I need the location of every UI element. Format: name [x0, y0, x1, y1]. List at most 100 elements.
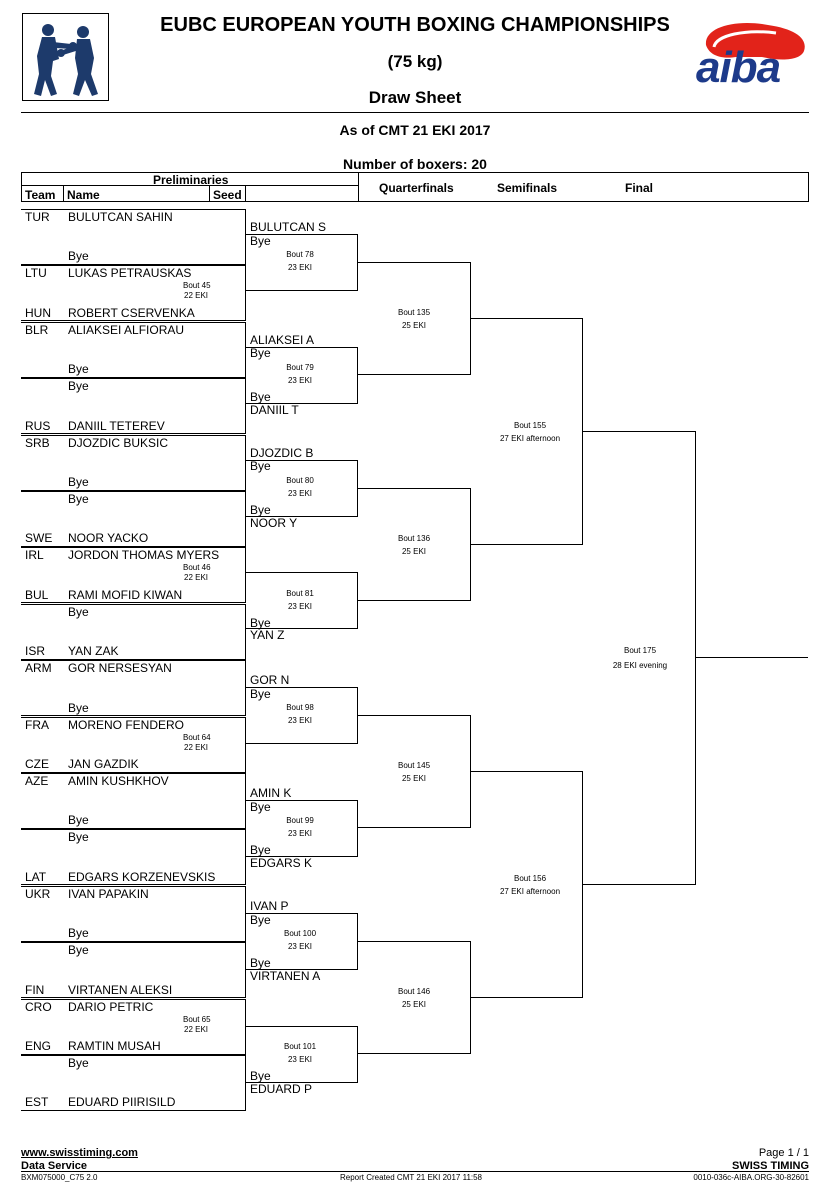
quarterfinal-bout-date: 25 EKI [401, 774, 426, 783]
final-bout-date: 28 EKI evening [612, 661, 668, 670]
footer-rule [21, 1171, 809, 1172]
quarterfinal-bout-date: 25 EKI [401, 1000, 426, 1009]
round2-bottom-name: Bye [250, 459, 271, 473]
entry-team: TUR [25, 210, 50, 224]
boxers-logo [22, 13, 109, 101]
entry-name: JAN GAZDIK [68, 757, 139, 771]
website-link[interactable]: www.swisstiming.com [21, 1147, 138, 1159]
entry-team: BUL [25, 587, 49, 602]
entry-team: ARM [25, 661, 52, 676]
aiba-logo-text: aiba [696, 43, 781, 92]
round2-top-name: Bye [250, 843, 271, 857]
round2-box [245, 460, 358, 517]
prelim-bout-number: Bout 64 [183, 732, 211, 742]
entry-name: Bye [68, 249, 89, 264]
entry-name: Bye [68, 1056, 89, 1070]
entry-team: EST [25, 1095, 49, 1110]
round2-bottom-name: Bye [250, 234, 271, 248]
quarterfinals-header: Quarterfinals [379, 181, 454, 195]
round2-bottom-name: Bye [250, 800, 271, 814]
round2-bout-date: 23 EKI [287, 602, 312, 611]
round2-top-name: Bye [250, 1069, 271, 1083]
entry-name: Bye [68, 830, 89, 845]
prelim-bout-date: 22 EKI [184, 573, 209, 583]
round2-top-name: Bye [250, 390, 271, 404]
entry-name: IVAN PAPAKIN [68, 886, 149, 901]
round2-bout-number: Bout 98 [286, 703, 314, 712]
round2-bout-date: 23 EKI [287, 829, 312, 838]
bracket-line [695, 657, 808, 658]
prelim-box [21, 547, 246, 604]
entry-name: NOOR YACKO [68, 531, 149, 546]
team-header: Team [25, 188, 56, 202]
entry-name: LUKAS PETRAUSKAS [68, 266, 192, 281]
round2-bout-number: Bout 81 [286, 589, 314, 598]
entry-team: SWE [25, 531, 53, 546]
final-bout-number: Bout 175 [623, 646, 657, 655]
round2-bottom-name: Bye [250, 687, 271, 701]
entry-name: MORENO FENDERO [68, 717, 185, 732]
quarterfinal-bout-number: Bout 146 [397, 987, 431, 996]
prelim-bout-date: 22 EKI [184, 1024, 209, 1034]
quarterfinal-bout-number: Bout 135 [397, 308, 431, 317]
entry-name: RAMTIN MUSAH [68, 1039, 161, 1053]
header-rule [21, 112, 809, 113]
weight-class: (75 kg) [387, 52, 443, 71]
semifinal-bout-date: 27 EKI afternoon [499, 434, 561, 443]
entry-name: EDUARD PIIRISILD [68, 1095, 176, 1110]
round2-top-name: AMIN K [250, 786, 292, 800]
round2-bout-number: Bout 78 [286, 250, 314, 259]
prelim-bout-date: 22 EKI [184, 291, 209, 301]
round2-bottom-name: NOOR Y [250, 516, 298, 530]
entry-name: Bye [68, 813, 89, 828]
entry-name: Bye [68, 362, 89, 377]
prelim-bout-number: Bout 46 [183, 563, 211, 573]
round2-top-name: Bye [250, 503, 271, 517]
entry-name: Bye [68, 943, 89, 958]
name-header: Name [67, 188, 100, 202]
prelim-box [21, 942, 246, 999]
entry-team: CZE [25, 757, 49, 771]
entry-name: EDGARS KORZENEVSKIS [68, 869, 216, 884]
round2-bout-date: 23 EKI [287, 489, 312, 498]
preliminaries-header: Preliminaries [153, 173, 229, 187]
prelim-box [21, 829, 246, 886]
prelim-box [21, 773, 246, 829]
entry-name: RAMI MOFID KIWAN [68, 587, 183, 602]
round2-box [245, 347, 358, 404]
entry-name: GOR NERSESYAN [68, 661, 172, 676]
round2-box [245, 1026, 358, 1083]
quarterfinal-box [358, 941, 471, 1054]
round2-bout-date: 23 EKI [287, 942, 312, 951]
round2-top-name: Bye [250, 616, 271, 630]
round2-bottom-name: EDGARS K [250, 856, 313, 870]
document-ref: 0010-036c-AIBA.ORG-30-82601 [693, 1173, 809, 1182]
round2-top-name: GOR N [250, 673, 290, 687]
round2-bout-number: Bout 80 [286, 476, 314, 485]
prelim-box [21, 434, 246, 491]
round2-bottom-name: EDUARD P [250, 1082, 313, 1096]
round2-bout-date: 23 EKI [287, 263, 312, 272]
round2-box [245, 687, 358, 744]
entry-team: AZE [25, 774, 49, 788]
aiba-glove-icon [705, 23, 805, 60]
round2-bout-number: Bout 100 [283, 929, 317, 938]
entry-name: ROBERT CSERVENKA [68, 305, 195, 320]
prelim-bout-date: 22 EKI [184, 742, 209, 752]
prelim-box [21, 491, 246, 547]
entry-name: Bye [68, 379, 89, 394]
round2-bottom-name: Bye [250, 346, 271, 360]
round2-box [245, 913, 358, 970]
page-title: EUBC EUROPEAN YOUTH BOXING CHAMPIONSHIPS [160, 14, 670, 36]
prelim-box [21, 603, 246, 660]
quarterfinal-bout-number: Bout 136 [397, 534, 431, 543]
semifinal-bout-number: Bout 156 [513, 874, 547, 883]
round2-bout-date: 23 EKI [287, 1055, 312, 1064]
entry-team: IRL [25, 548, 44, 563]
quarterfinal-bout-date: 25 EKI [401, 321, 426, 330]
column-header [21, 172, 809, 202]
entry-team: LAT [25, 869, 47, 884]
report-created: Report Created CMT 21 EKI 2017 11:58 [340, 1173, 483, 1182]
round2-top-name: Bye [250, 956, 271, 970]
prelim-box [21, 265, 246, 322]
